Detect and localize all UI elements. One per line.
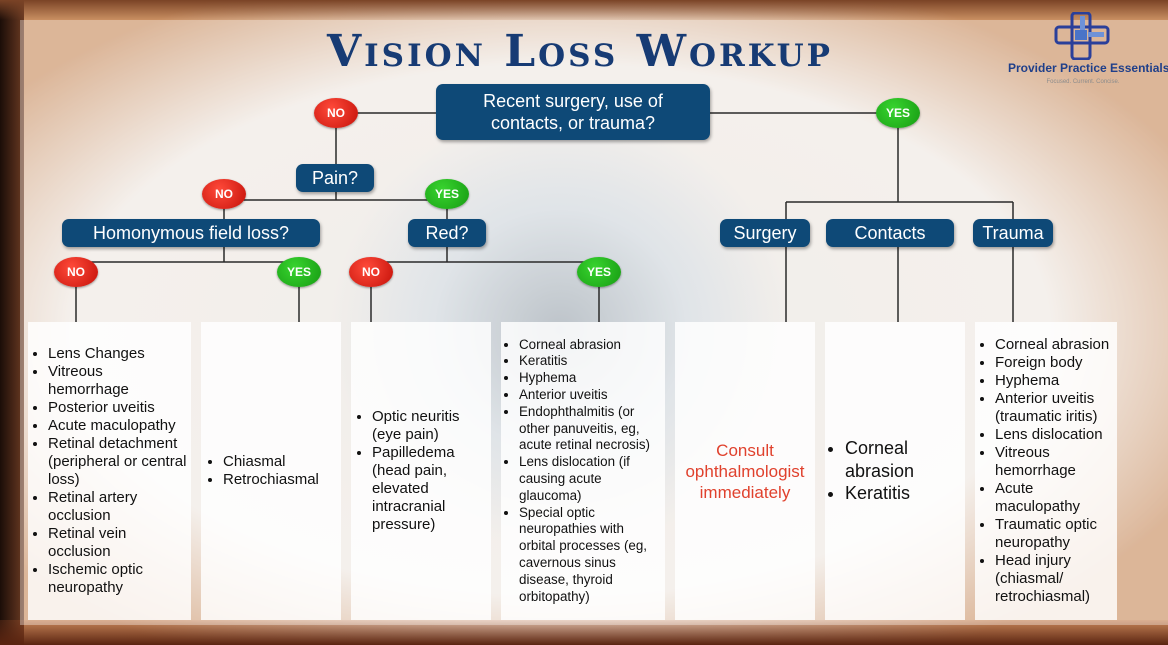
contacts-node: Contacts	[826, 219, 954, 247]
homonymous-yes-badge: YES	[277, 257, 321, 287]
outcome-panel-contacts: Corneal abrasion Keratitis	[825, 322, 965, 620]
pain-node: Pain?	[296, 164, 374, 192]
outcome-panel-trauma: Corneal abrasion Foreign body Hyphema An…	[975, 322, 1117, 620]
outcome-item: Lens dislocation (if causing acute glauc…	[519, 454, 659, 504]
logo-tagline: Focused. Current. Concise.	[1046, 79, 1120, 85]
outcome-item: Foreign body	[995, 354, 1113, 372]
left-shadow	[0, 0, 24, 645]
red-no-badge: NO	[349, 257, 393, 287]
homonymous-no-badge: NO	[54, 257, 98, 287]
outcome-item: Retinal vein occlusion	[48, 525, 187, 561]
outcome-item: Posterior uveitis	[48, 399, 187, 417]
outcome-panel-homonymous-no: Lens Changes Vitreous hemorrhage Posteri…	[28, 322, 191, 620]
outcome-item: Vitreous hemorrhage	[995, 444, 1113, 480]
outcome-item: Optic neuritis (eye pain)	[372, 408, 485, 444]
outcome-panel-homonymous-yes: Chiasmal Retrochiasmal	[201, 322, 341, 620]
outcome-item: Acute maculopathy	[995, 480, 1113, 516]
slide-title: Vision Loss Workup	[327, 26, 833, 77]
outcome-item: Head injury (chiasmal/ retrochiasmal)	[995, 552, 1113, 606]
outcome-item: Endophthalmitis (or other panuveitis, eg…	[519, 404, 659, 454]
outcome-item: Retinal artery occlusion	[48, 489, 187, 525]
root-question-node: Recent surgery, use of contacts, or trau…	[436, 84, 710, 140]
outcome-item: Traumatic optic neuropathy	[995, 516, 1113, 552]
homonymous-field-loss-node: Homonymous field loss?	[62, 219, 320, 247]
outcome-panel-surgery: Consult ophthalmologist immediately	[675, 322, 815, 620]
outcome-item: Keratitis	[519, 353, 659, 370]
surgery-node: Surgery	[720, 219, 810, 247]
outcome-item: Keratitis	[845, 482, 965, 505]
outcome-item: Hyphema	[519, 370, 659, 387]
outcome-item: Acute maculopathy	[48, 417, 187, 435]
outcome-item: Anterior uveitis (traumatic iritis)	[995, 390, 1113, 426]
outcome-item: Lens dislocation	[995, 426, 1113, 444]
outcome-item: Chiasmal	[223, 453, 319, 471]
top-shadow	[0, 0, 1168, 20]
logo-name: Provider Practice Essentials	[1008, 61, 1168, 75]
outcome-item: Retrochiasmal	[223, 471, 319, 489]
outcome-list: Lens Changes Vitreous hemorrhage Posteri…	[28, 345, 191, 597]
outcome-list: Corneal abrasion Keratitis Hyphema Anter…	[501, 337, 665, 606]
outcome-panel-red-no: Optic neuritis (eye pain) Papilledema (h…	[351, 322, 491, 620]
consult-ophthalmologist-text: Consult ophthalmologist immediately	[685, 440, 805, 502]
pain-no-badge: NO	[202, 179, 246, 209]
outcome-item: Corneal abrasion	[845, 437, 965, 482]
outcome-list: Chiasmal Retrochiasmal	[201, 453, 319, 489]
medical-cross-logo-icon	[1054, 12, 1110, 60]
outcome-list: Optic neuritis (eye pain) Papilledema (h…	[351, 408, 491, 534]
outcome-item: Hyphema	[995, 372, 1113, 390]
outcome-list: Corneal abrasion Keratitis	[825, 437, 965, 505]
outcome-item: Vitreous hemorrhage	[48, 363, 187, 399]
outcome-item: Lens Changes	[48, 345, 187, 363]
outcome-item: Corneal abrasion	[519, 337, 659, 354]
root-no-badge: NO	[314, 98, 358, 128]
outcome-item: Special optic neuropathies with orbital …	[519, 505, 659, 606]
outcome-item: Anterior uveitis	[519, 387, 659, 404]
bottom-shadow	[0, 620, 1168, 645]
outcome-panel-red-yes: Corneal abrasion Keratitis Hyphema Anter…	[501, 322, 665, 620]
pain-yes-badge: YES	[425, 179, 469, 209]
red-node: Red?	[408, 219, 486, 247]
trauma-node: Trauma	[973, 219, 1053, 247]
red-yes-badge: YES	[577, 257, 621, 287]
outcome-item: Corneal abrasion	[995, 336, 1113, 354]
outcome-list: Corneal abrasion Foreign body Hyphema An…	[975, 336, 1117, 606]
outcome-item: Retinal detachment (peripheral or centra…	[48, 435, 187, 489]
outcome-item: Papilledema (head pain, elevated intracr…	[372, 444, 485, 534]
root-yes-badge: YES	[876, 98, 920, 128]
outcome-item: Ischemic optic neuropathy	[48, 561, 187, 597]
